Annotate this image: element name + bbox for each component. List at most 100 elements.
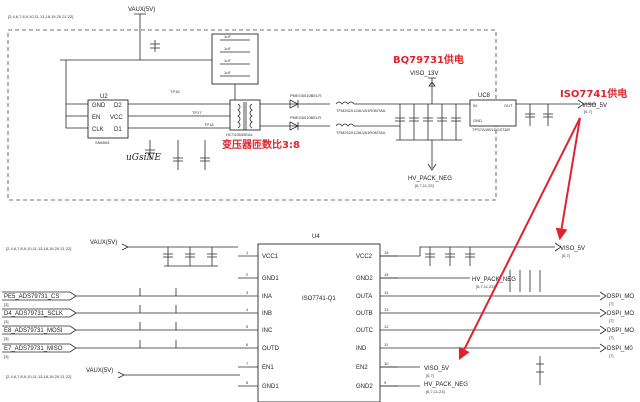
left-net-name: D4_ADS79731_SCLK [4, 311, 63, 317]
inductor-a-part: TFM252012ALVA1R0MTAA [336, 108, 386, 113]
left-net-tap [139, 305, 177, 313]
u4-left-pin-num: 2 [246, 272, 249, 277]
u4-right-pin-name: OUTA [356, 294, 372, 300]
hv-pack-neg-top-label: HV_PACK_NEG [408, 176, 452, 182]
u4-left-pin-num: 4 [246, 307, 249, 312]
left-net-ref: [3] [4, 302, 8, 307]
u4-chip [257, 243, 381, 402]
u4-left-pin-name: OUTD [262, 346, 280, 352]
left-net-wire [2, 308, 238, 318]
transformer-part: HCT63535EAL [226, 132, 254, 137]
annotation-iso-power: ISO7741供电 [560, 87, 627, 100]
u4-left-pin-name: EN1 [262, 365, 274, 371]
vaux-a-bus: [2,4,6,7,8,9,10,11,13,18,19,20,21,22] [6, 246, 71, 251]
u4-left-pin-name: INB [262, 311, 272, 317]
u4-left-pin-name: GND1 [262, 384, 279, 390]
u2-pin-en: EN [92, 115, 100, 121]
u4-right-pin-num: 10 [384, 361, 389, 366]
u4-left-pin-name: INA [262, 294, 272, 300]
u4-right-pin-name: IND [356, 346, 367, 352]
u4-right-pin-name: GND2 [356, 384, 373, 390]
tp18: TP18 [204, 122, 214, 127]
uc8-output [516, 103, 580, 126]
lower-caps [145, 140, 210, 170]
left-net-wire [2, 343, 238, 353]
u2-chip [87, 99, 129, 139]
vcc2-caps [425, 247, 475, 266]
u4-left-pin-num: 3 [246, 290, 249, 295]
right-net-name: DSPI_M0 [607, 346, 633, 352]
arrow-to-en2 [458, 117, 581, 361]
u4-right-pin-num: 11 [384, 342, 389, 347]
right-net-wire [398, 343, 607, 353]
secondary-wires [260, 103, 330, 127]
hv-pack-neg-bot-label: HV_PACK_NEG [424, 382, 468, 388]
filter-caps [395, 104, 462, 141]
tp16: TP16 [170, 89, 180, 94]
u4-right-pin-num: 13 [384, 307, 389, 312]
vcc1-caps [163, 247, 218, 267]
uc8-pin-in: IN [473, 103, 477, 108]
u4-left-pin-name: INC [262, 328, 273, 334]
vaux-a-wire [121, 243, 238, 251]
tp17: TP17 [192, 110, 202, 115]
cap-2: 1uF [224, 46, 231, 51]
uc8-part: TPS7A4901DGSTAR [472, 127, 510, 132]
u2-ref: U2 [100, 94, 108, 100]
u4-right-pin-name: GND2 [356, 276, 373, 282]
left-nets: PE5_ADS79731_CS[3]D4_ADS79731_SCLK[3]E8_… [2, 288, 238, 359]
hv-pack-neg-mid-label: HV_PACK_NEG [472, 277, 516, 283]
arrow-to-vcc2 [555, 117, 581, 241]
top-bus-ref: [2,4,6,7,8,9,10,11,13,18,19,20,21,22] [8, 14, 73, 19]
viso-5v-top-arrow [577, 99, 596, 109]
right-net-name: DSPI_MO [607, 328, 634, 334]
uc8-pin-gnd: GND [473, 118, 482, 123]
u2-pin-vcc: VCC [110, 115, 123, 121]
right-net-ref: [7] [609, 301, 613, 306]
right-net-name: DSPI_MO [607, 294, 634, 300]
right-net-ref: [7] [609, 318, 613, 323]
cap-3: 1uF [224, 58, 231, 63]
viso-5v-en2-bus: [6,7] [426, 373, 434, 378]
left-net-ref: [3] [4, 319, 8, 324]
u4-right-pin-num: 16 [384, 250, 389, 255]
left-net-ref: [3] [4, 354, 8, 359]
pullup-resistors [509, 270, 541, 292]
u4-left-pin-num: 1 [246, 250, 249, 255]
viso-5v-top-label: VISO_5V [582, 103, 607, 109]
hv-pack-neg-mid-bus: [6,7,11,23] [476, 284, 495, 289]
inductor-symbols [335, 101, 355, 127]
u4-right-pin-num: 14 [384, 290, 389, 295]
u4-part: ISO7741-Q1 [302, 296, 336, 302]
right-net-wire [398, 325, 607, 335]
viso-5v-mid-bus: [6,7] [562, 253, 570, 258]
left-net-name: E7_ADS79731_MISO [4, 346, 63, 352]
left-net-wire [2, 325, 238, 335]
hv-pack-neg-top-bus: [6,7,11,23] [415, 183, 434, 188]
u4-right-pin-num: 15 [384, 272, 389, 277]
vaux-b-bus: [2,4,6,7,8,9,10,11,13,18,19,20,21,22] [6, 374, 71, 379]
u2-pin-d2: D2 [114, 103, 122, 109]
diode-b-part: PMEG6010BELR [290, 115, 321, 120]
left-net-wire [2, 291, 238, 301]
u2-right-wires [128, 103, 230, 129]
diode-b-symbol [289, 121, 299, 131]
u4-right-pin-name: OUTB [356, 311, 373, 317]
vaux-b-wire [117, 371, 240, 379]
u2-left-wires [65, 103, 88, 129]
hv-pack-neg-top-wire [427, 140, 437, 171]
hv-pack-neg-bot-bus: [6,7,11,23] [426, 389, 445, 394]
u4-ref: U4 [312, 234, 320, 240]
u4-left-pin-num: 8 [246, 380, 249, 385]
cap-c-top [150, 40, 160, 52]
u4-left-pin-num: 7 [246, 361, 249, 366]
right-net-wire [398, 291, 607, 301]
left-net-ref: [3] [4, 336, 8, 341]
transformer-u3 [229, 99, 261, 131]
right-net-name: DSPI_MO [607, 311, 634, 317]
u4-right-pin-num: 12 [384, 324, 389, 329]
uc8-chip [469, 99, 517, 127]
viso-5v-top-bus: [6,7] [584, 109, 592, 114]
